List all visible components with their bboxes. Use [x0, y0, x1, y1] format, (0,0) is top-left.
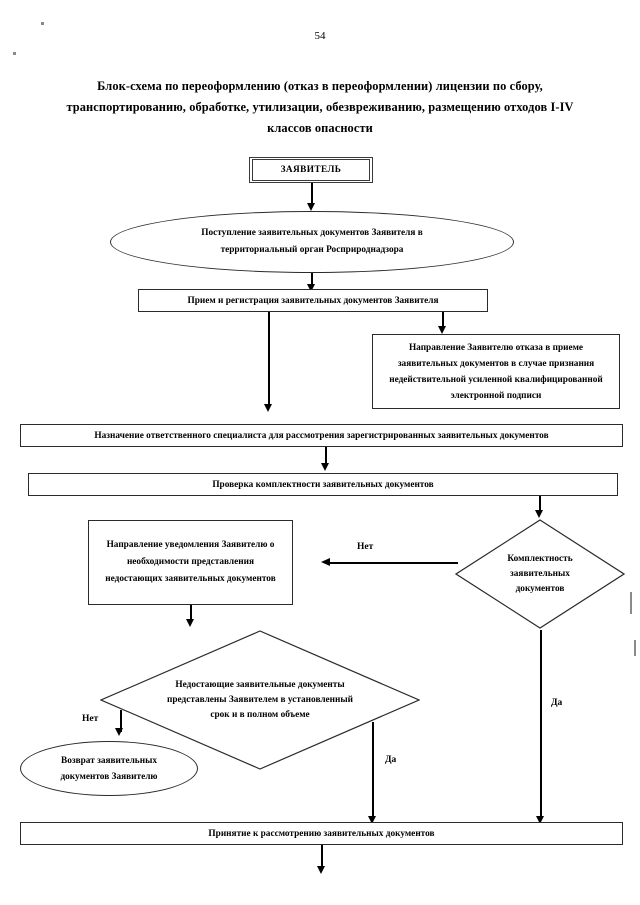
node-decision-missing-docs: Недостающие заявительные документы предс… [100, 630, 420, 770]
node-submission-label: Поступление заявительных документов Заяв… [201, 228, 423, 255]
connector-registration-assign [268, 312, 270, 407]
diamond-shape [100, 630, 420, 770]
edge-label-no-completeness: Нет [357, 542, 374, 552]
arrowhead-down [307, 203, 315, 211]
node-refusal-signature: Направление Заявителю отказа в приеме за… [372, 334, 620, 409]
connector-no-missing [120, 710, 122, 732]
node-notification: Направление уведомления Заявителю о необ… [88, 520, 293, 605]
connector-check-decision [539, 496, 541, 511]
node-acceptance-label: Принятие к рассмотрению заявительных док… [208, 828, 435, 839]
connector-notification-decision [190, 605, 192, 621]
node-completeness-check-label: Проверка комплектности заявительных доку… [212, 479, 434, 490]
node-completeness-check: Проверка комплектности заявительных доку… [28, 473, 618, 496]
arrowhead-left [321, 558, 330, 566]
arrowhead-down [438, 326, 446, 334]
connector-no-completeness [330, 562, 458, 564]
node-assign-specialist-label: Назначение ответственного специалиста дл… [94, 430, 549, 441]
connector-yes-missing [372, 722, 374, 820]
connector-acceptance-next [321, 845, 323, 868]
node-applicant-label: ЗАЯВИТЕЛЬ [280, 165, 342, 175]
node-decision-completeness-label: Комплектность заявительных документов [507, 553, 573, 594]
diamond-shape [455, 519, 625, 629]
node-return-documents: Возврат заявительных документов Заявител… [20, 741, 198, 796]
edge-label-yes-missing: Да [385, 755, 397, 765]
arrowhead-down [307, 284, 315, 292]
edge-label-no-missing: Нет [82, 714, 99, 724]
connector-assign-check [325, 447, 327, 465]
arrowhead-down [264, 404, 272, 412]
node-applicant-inner: ЗАЯВИТЕЛЬ [252, 159, 370, 181]
node-decision-completeness: Комплектность заявительных документов [455, 519, 625, 629]
page-title: Блок-схема по переоформлению (отказ в пе… [66, 79, 574, 135]
scan-artifact [630, 592, 632, 614]
arrowhead-down [368, 816, 376, 824]
node-assign-specialist: Назначение ответственного специалиста дл… [20, 424, 623, 447]
node-return-documents-label: Возврат заявительных документов Заявител… [60, 755, 158, 782]
node-registration-label: Прием и регистрация заявительных докумен… [187, 295, 439, 306]
connector-submission-registration [311, 273, 313, 287]
connector-registration-refusal [442, 312, 444, 329]
edge-label-yes-completeness: Да [551, 698, 563, 708]
node-decision-missing-docs-label: Недостающие заявительные документы предс… [166, 679, 354, 720]
connector-applicant-submission [311, 183, 313, 203]
arrowhead-down [186, 619, 194, 627]
page-number: 54 [314, 30, 326, 42]
node-refusal-signature-label: Направление Заявителю отказа в приеме за… [389, 342, 603, 401]
arrowhead-down [535, 510, 543, 518]
scan-artifact [41, 22, 44, 25]
arrowhead-down [317, 866, 325, 874]
connector-yes-completeness [540, 630, 542, 820]
scan-artifact [13, 52, 16, 55]
arrowhead-down [115, 728, 123, 736]
scan-artifact [634, 640, 636, 656]
node-acceptance: Принятие к рассмотрению заявительных док… [20, 822, 623, 845]
node-submission: Поступление заявительных документов Заяв… [110, 211, 514, 273]
arrowhead-down [321, 463, 329, 471]
node-notification-label: Направление уведомления Заявителю о необ… [105, 540, 276, 584]
node-applicant: ЗАЯВИТЕЛЬ [249, 157, 373, 183]
node-registration: Прием и регистрация заявительных докумен… [138, 289, 488, 312]
arrowhead-down [536, 816, 544, 824]
